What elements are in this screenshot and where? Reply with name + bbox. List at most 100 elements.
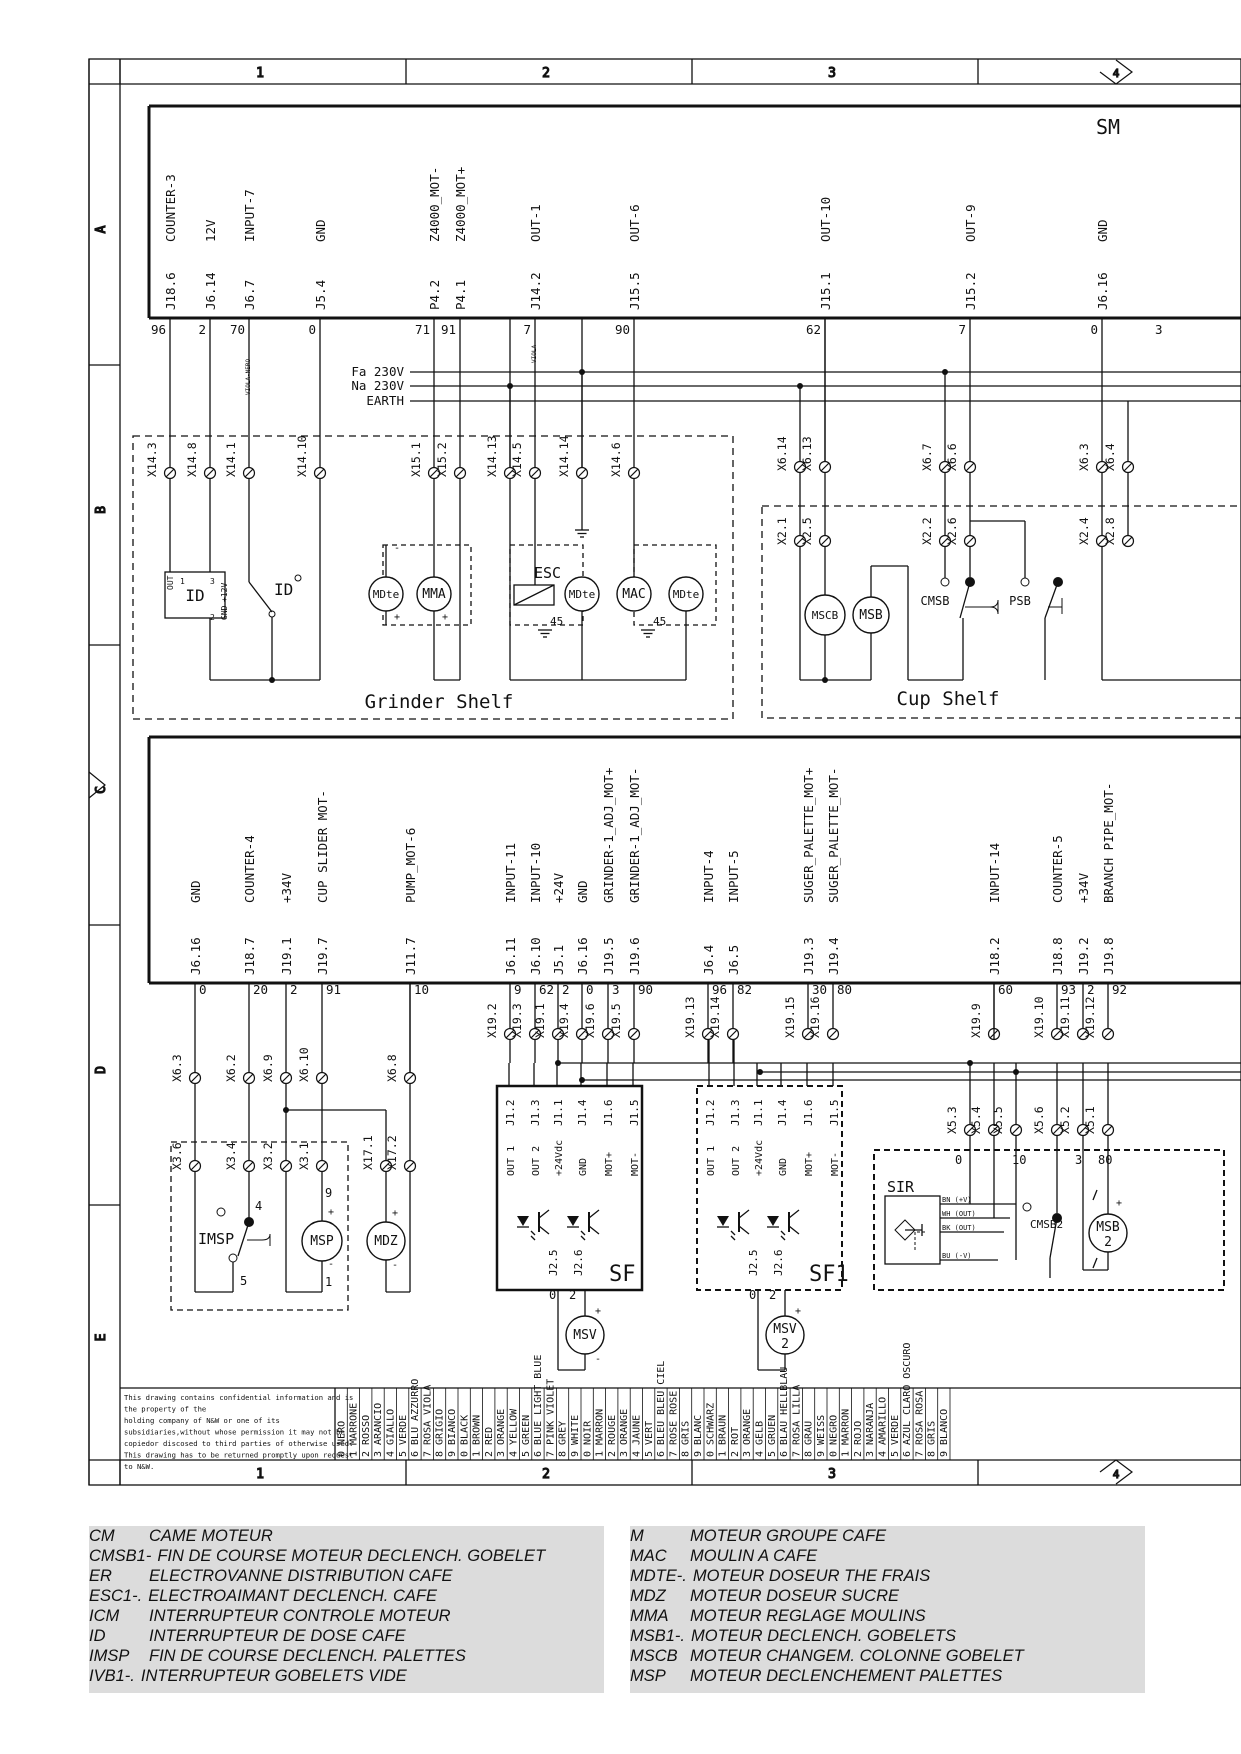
terminal-slash <box>577 468 587 478</box>
sf1-transistor <box>738 1209 750 1219</box>
legend-text: FIN DE COURSE MOTEUR DECLENCH. GOBELET <box>157 1547 546 1565</box>
signal-name: INPUT-4 <box>701 850 716 903</box>
terminal-slash <box>530 468 540 478</box>
terminal-slash <box>728 1029 738 1039</box>
sf-func: MOT- <box>630 1152 641 1176</box>
terminal-label: X14.8 <box>185 442 199 477</box>
motor-mac <box>616 576 652 612</box>
terminal-label: X5.6 <box>1032 1106 1046 1134</box>
imsp-msp-group <box>170 1141 349 1311</box>
color-table-entry: 9 BIANCO <box>447 1409 458 1457</box>
legend-row: MDZ MOTEUR DOSEUR SUCRE <box>630 1586 1145 1606</box>
wire-number: 9 <box>514 982 522 997</box>
color-table-entry: 2 ROJO <box>853 1421 864 1457</box>
sf1-title: SF1 <box>809 1262 849 1287</box>
terminal-label: X3.1 <box>297 1142 311 1170</box>
switch-lever <box>959 581 971 619</box>
terminal-label: X5.3 <box>945 1106 959 1134</box>
color-table-entry: 6 AZUL CLARO OSCURO <box>902 1343 913 1457</box>
pin-name: J15.2 <box>963 272 978 310</box>
esc-label: ESC <box>534 564 561 582</box>
sir-internal <box>914 1231 925 1250</box>
switch-contact <box>228 1253 238 1263</box>
column-label-top: 1 <box>256 66 264 81</box>
sf1-pin: J1.3 <box>729 1100 742 1127</box>
terminal-slash <box>703 1029 713 1039</box>
sf-transistor <box>538 1209 550 1219</box>
legend-code: MDZ <box>630 1587 666 1605</box>
terminal-slash <box>629 468 639 478</box>
pin-name: J5.4 <box>313 280 328 310</box>
signal-name: PUMP_MOT-6 <box>403 828 418 903</box>
terminal-label: X6.8 <box>385 1054 399 1082</box>
terminal-label: X2.5 <box>800 517 814 545</box>
id-box-label: ID <box>185 586 204 605</box>
supply-label: Na 230V <box>351 378 404 393</box>
board-name: SM <box>1096 115 1120 139</box>
sf1-box <box>696 1085 843 1291</box>
msp-pin: 9 <box>325 1186 332 1200</box>
color-table-entry: 0 NOIR <box>582 1420 593 1457</box>
id-pin: GND <box>220 605 229 620</box>
pin-name: J18.6 <box>163 272 178 310</box>
confidential-text: This drawing has to be returned promptly… <box>124 1451 353 1460</box>
terminal-slash <box>965 1125 975 1135</box>
pin-name: J11.7 <box>403 937 418 975</box>
pin-name: J18.8 <box>1050 937 1065 975</box>
terminal-slash <box>965 536 975 546</box>
terminal-label: X6.4 <box>1103 443 1117 471</box>
sf-func: OUT 1 <box>506 1146 517 1176</box>
mdte-mma-group <box>382 544 472 626</box>
wire-number: 62 <box>539 982 554 997</box>
sf1-func: MOT- <box>830 1152 841 1176</box>
terminal-slash <box>190 1161 200 1171</box>
pin-name: J6.16 <box>1095 272 1110 310</box>
signal-name: INPUT-10 <box>528 843 543 903</box>
terminal-label: X3.4 <box>224 1142 238 1170</box>
sf1-transistor <box>738 1225 750 1235</box>
signal-name: 12V <box>203 219 218 242</box>
sf-pin: J1.4 <box>576 1099 589 1126</box>
motor-msv2-sub: 2 <box>781 1337 789 1352</box>
sf1-func: OUT 1 <box>706 1146 717 1176</box>
motor-marker <box>1092 1257 1098 1269</box>
terminal-label: X14.5 <box>510 442 524 477</box>
sir-pin: BK (OUT) <box>942 1224 976 1232</box>
color-table-entry: 7 ROSA ROSA <box>914 1391 925 1457</box>
legend-code: MSP <box>630 1667 666 1685</box>
switch-cmsb-label: CMSB <box>921 594 950 608</box>
terminal-slash <box>1103 1125 1113 1135</box>
pin-name: J5.1 <box>551 945 566 975</box>
wire-number: 2 <box>562 982 570 997</box>
column-label-bottom: 3 <box>828 1467 836 1482</box>
signal-name: GRINDER-1_ADJ_MOT- <box>627 768 642 903</box>
signal-name: CUP SLIDER MOT- <box>315 790 330 903</box>
terminal-label: X17.1 <box>361 1135 375 1170</box>
terminal-slash <box>244 1161 254 1171</box>
terminal-label: X6.13 <box>800 436 814 471</box>
sf-light-arrow <box>530 1230 536 1236</box>
terminal-label: X2.2 <box>920 517 934 545</box>
wire-number: 7 <box>523 322 531 337</box>
legend-text: INTERRUPTEUR CONTROLE MOTEUR <box>149 1607 451 1625</box>
sf-func: +24Vdc <box>554 1140 565 1176</box>
legend-row: ESC1-.ELECTROAIMANT DECLENCH. CAFE <box>89 1586 604 1606</box>
msp-pin: 1 <box>325 1275 332 1289</box>
sf1-func: GND <box>778 1158 789 1176</box>
motor-mma-label: MMA <box>422 587 446 602</box>
color-table-entry: 7 PINK VIOLET <box>545 1379 556 1457</box>
legend-code: ESC1-. <box>89 1587 143 1605</box>
signal-name: GND <box>575 880 590 903</box>
id-pin: +12V <box>220 583 229 602</box>
terminal-label: X2.8 <box>1103 517 1117 545</box>
motor-mdte-2-label: MDte <box>569 588 596 601</box>
row-label: A <box>94 225 109 233</box>
sir-pin: WH (OUT) <box>942 1210 976 1218</box>
legend-text: MOTEUR DOSEUR SUCRE <box>690 1587 900 1605</box>
signal-name: +34V <box>279 872 294 903</box>
wire-number: 0 <box>549 1288 556 1302</box>
polarity: + <box>595 1306 601 1317</box>
terminal-label: X19.16 <box>808 996 822 1038</box>
